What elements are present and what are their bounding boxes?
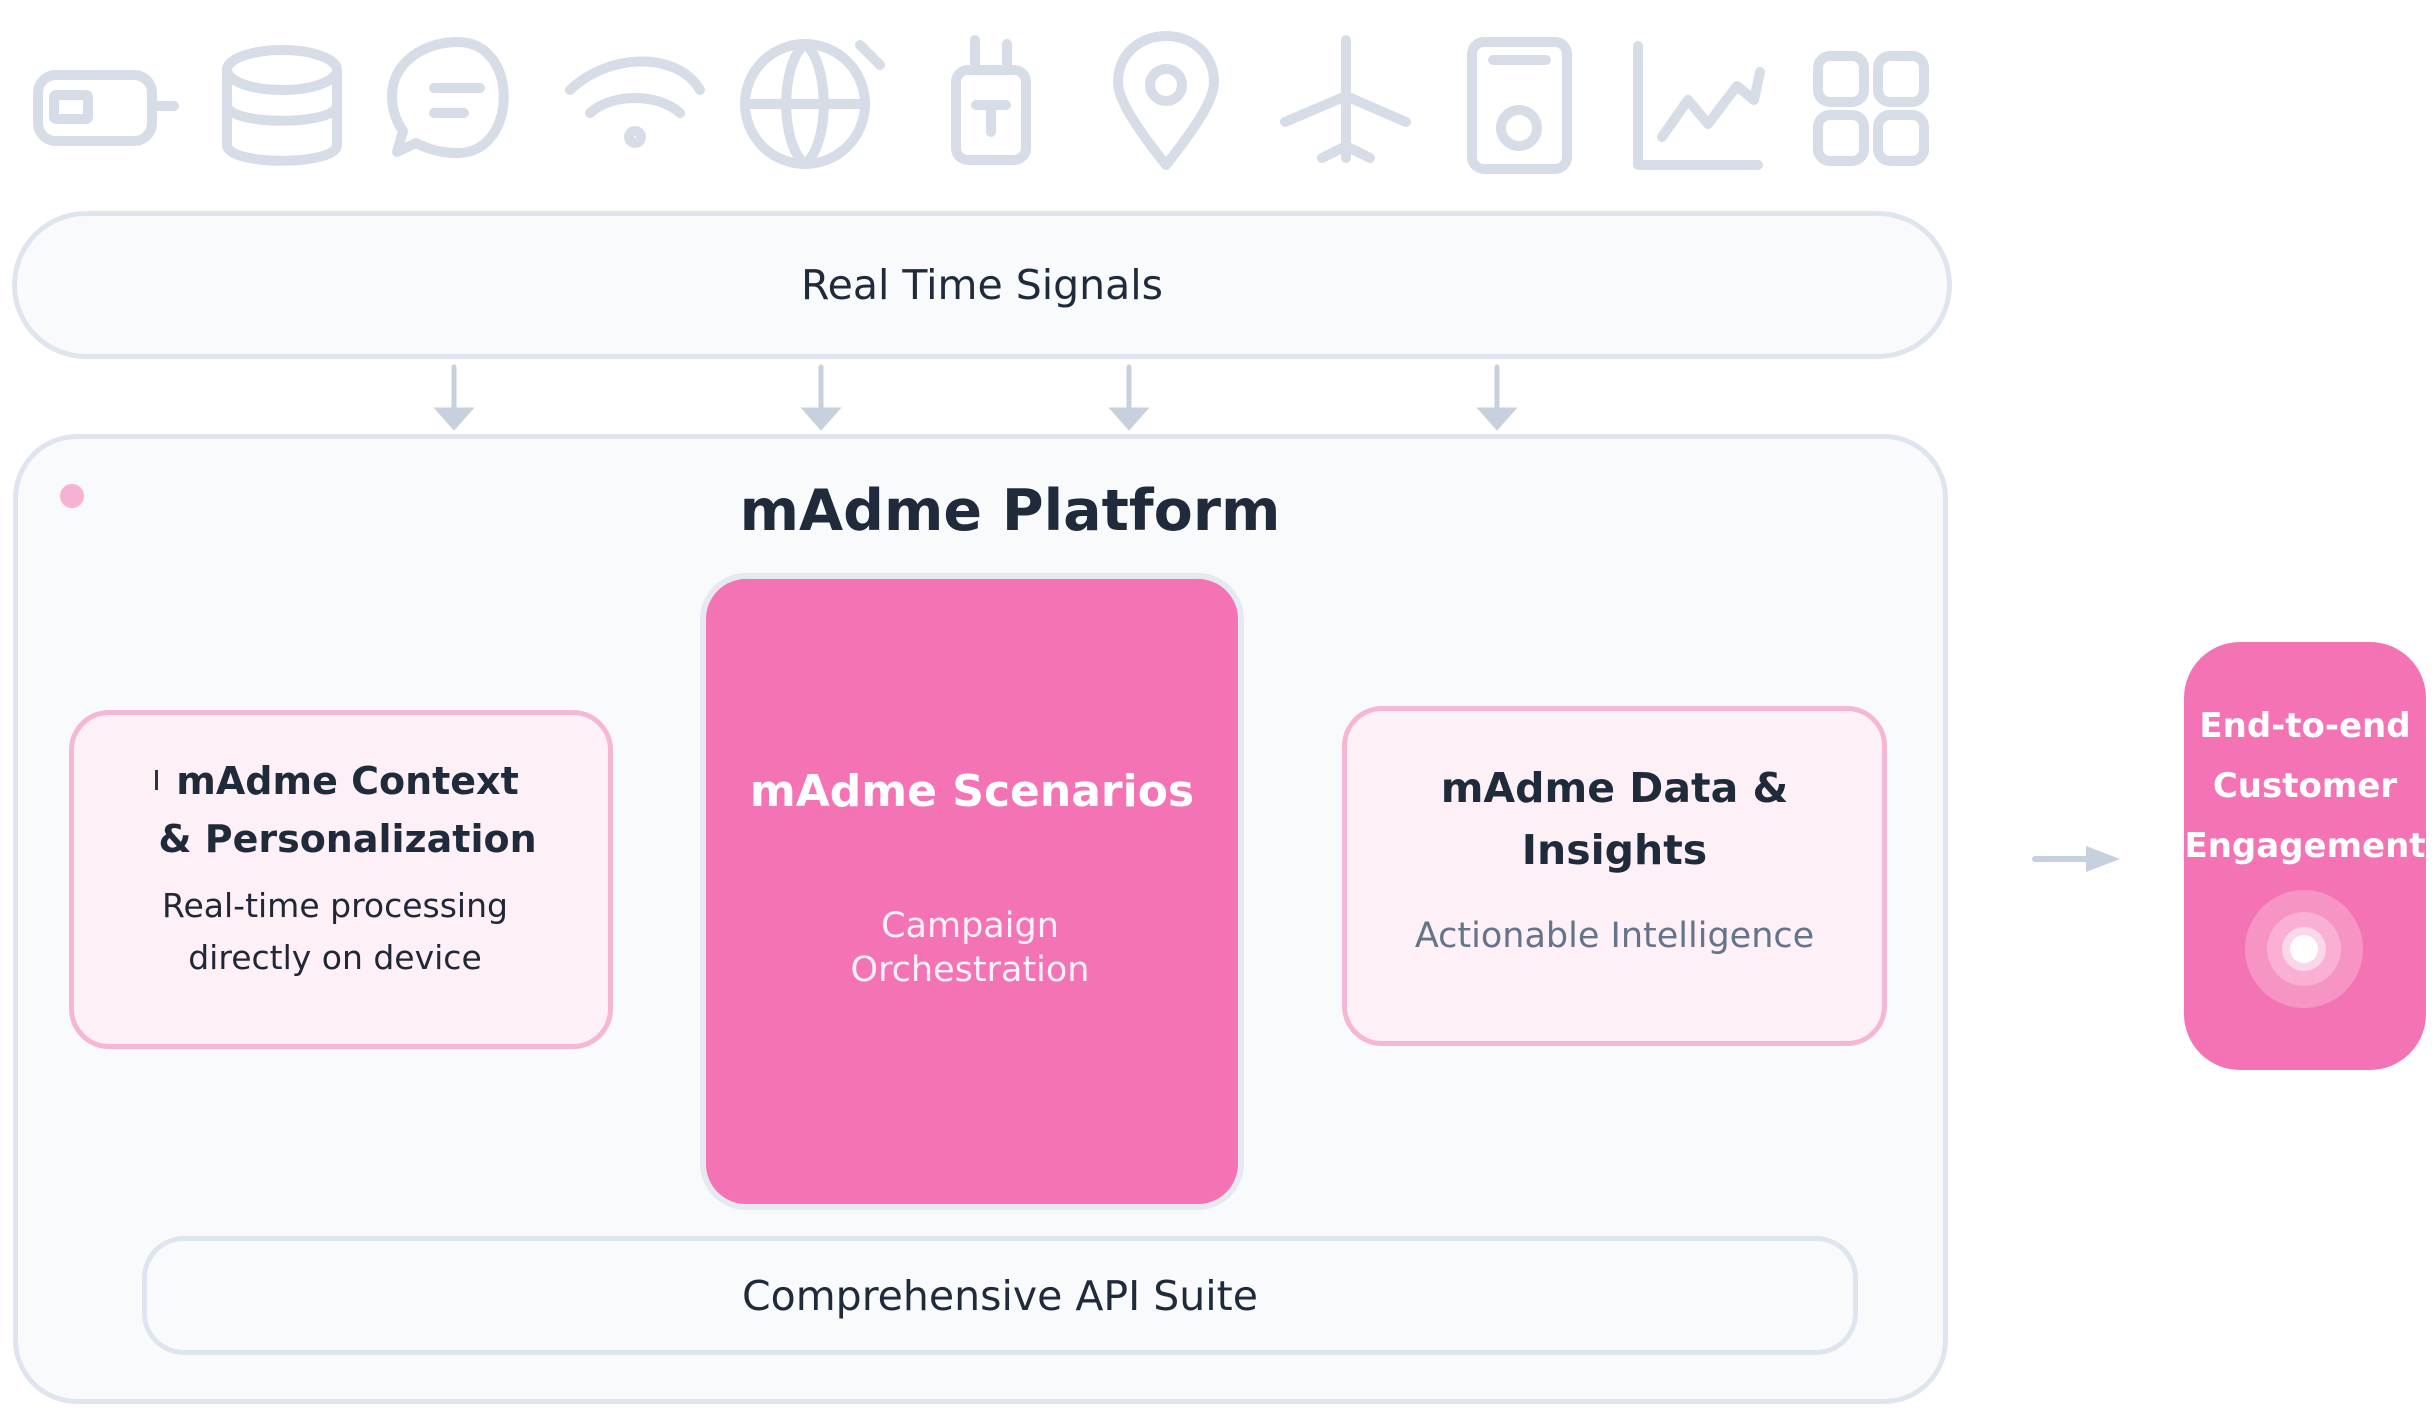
madme-scenarios-card — [700, 573, 1244, 1210]
battery-icon — [33, 70, 179, 146]
customer-engagement-title: End-to-end Customer Engagement — [2184, 706, 2426, 866]
grid-icon — [1813, 51, 1929, 166]
phone-device-icon — [1467, 37, 1572, 174]
airplane-icon — [1280, 35, 1411, 163]
signal-connectors — [433, 364, 1518, 431]
madme-scenarios-subtitle: Campaign Orchestration — [850, 906, 1090, 990]
signal-connector-arrow-3 — [1108, 407, 1150, 431]
comprehensive-api-suite-bar: Comprehensive API Suite — [142, 1236, 1858, 1355]
top-icon-row — [33, 31, 1929, 174]
analytics-chart-icon — [1633, 41, 1765, 170]
real-time-signals-bar: Real Time Signals — [12, 211, 1952, 359]
madme-insights-title: mAdme Data & Insights — [1440, 764, 1789, 874]
chat-icon — [387, 37, 509, 158]
output-arrow — [2032, 846, 2120, 872]
madme-context-card — [69, 710, 613, 1049]
comprehensive-api-suite-title: Comprehensive API Suite — [742, 1271, 1258, 1320]
database-icon — [222, 45, 342, 166]
globe-icon — [740, 39, 885, 169]
context-marker — [155, 770, 158, 790]
madme-insights-subtitle: Actionable Intelligence — [1414, 916, 1815, 956]
madme-platform-title: mAdme Platform — [739, 478, 1281, 544]
platform-to-engagement-arrow-head — [2086, 846, 2120, 872]
madme-context-subtitle: Real-time processing directly on device — [162, 886, 508, 977]
madme-insights-card — [1342, 706, 1887, 1046]
real-time-signals-title: Real Time Signals — [800, 261, 1164, 309]
signal-connector-arrow-2 — [800, 407, 842, 431]
wifi-icon — [565, 56, 705, 148]
signal-connector-arrow-4 — [1476, 407, 1518, 431]
madme-scenarios-title: mAdme Scenarios — [749, 766, 1195, 817]
signal-connector-arrow-1 — [433, 407, 475, 431]
walkie-talkie-icon — [951, 35, 1031, 165]
madme-context-title: mAdme Context & Personalization — [158, 759, 537, 861]
location-pin-icon — [1113, 31, 1219, 170]
platform-status-dot — [60, 484, 84, 508]
